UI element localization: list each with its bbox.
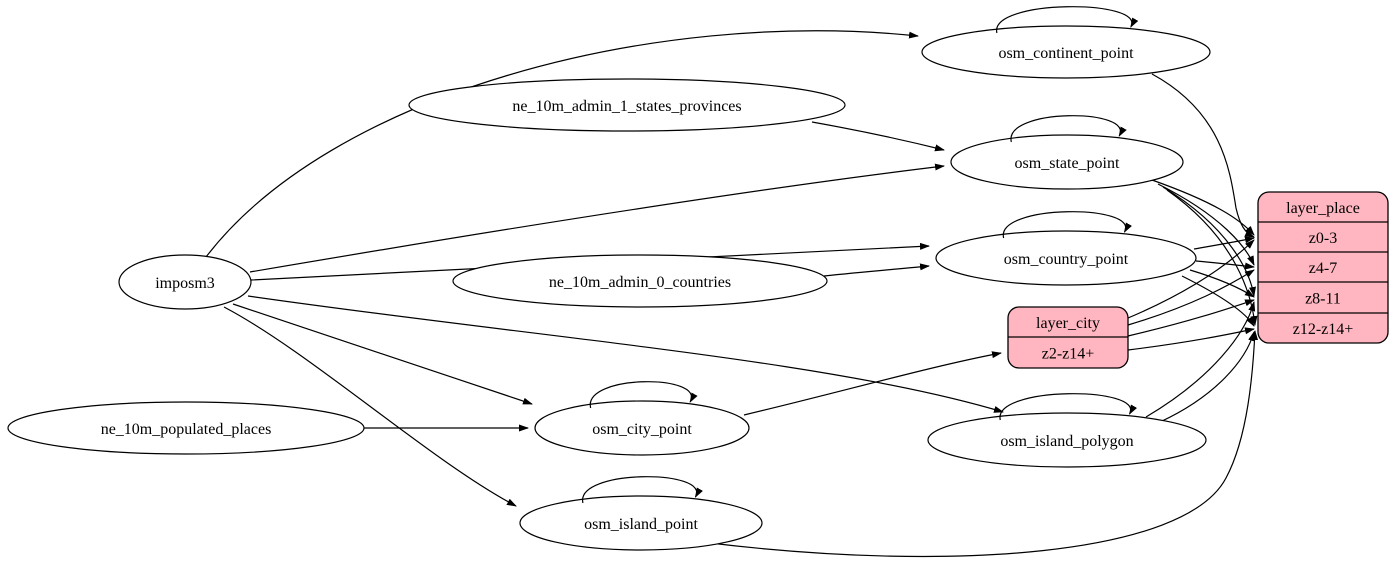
osm_city_point-self-loop	[590, 381, 698, 409]
layer_place-row-z12-z14+: z12-z14+	[1293, 321, 1354, 338]
layer_place-row-z0-3: z0-3	[1309, 230, 1337, 247]
edge-osm_state_point-to-layer_place-z0-3	[1151, 179, 1255, 236]
edge-imposm3-to-osm_continent_point	[205, 30, 919, 258]
osm_city_point-ellipse	[534, 400, 750, 456]
imposm3-ellipse	[118, 254, 252, 310]
osm_island_polygon-label: osm_island_polygon	[1000, 433, 1133, 450]
ne_10m_populated_places-label: ne_10m_populated_places	[101, 421, 272, 438]
edge-osm_state_point-to-layer_place-z4-7	[1157, 183, 1255, 266]
edge-imposm3-to-osm_island_point	[223, 306, 517, 507]
imposm3-label: imposm3	[155, 275, 215, 292]
node-layer_place: layer_place z0-3 z4-7 z8-11 z12-z14+	[1257, 191, 1389, 344]
ne_10m_admin_1_states_provinces-label: ne_10m_admin_1_states_provinces	[512, 98, 741, 115]
edge-layer_city-to-layer_place-z12-z14+	[1127, 327, 1255, 351]
osm_island_point-label: osm_island_point	[584, 516, 698, 533]
edge-osm_state_point-to-layer_place-z8-11	[1162, 186, 1256, 297]
edge-osm_country_point-to-layer_place-z0-3	[1193, 236, 1255, 250]
osm_continent_point-self-loop	[996, 6, 1139, 34]
osm_country_point-self-loop	[1002, 211, 1132, 239]
edge-osm_continent_point-to-layer_place-z0-3	[1151, 73, 1255, 238]
ne_10m_populated_places-ellipse	[7, 401, 365, 455]
node-ne_10m_admin_0_countries: ne_10m_admin_0_countries	[452, 254, 828, 308]
edge-ne_10m_admin_1_states_provinces-to-osm_state_point	[811, 121, 945, 152]
osm_island_point-self-loop	[582, 476, 703, 504]
node-ne_10m_populated_places: ne_10m_populated_places	[7, 401, 365, 455]
edge-osm_island_point-to-layer_place-z12-z14+	[709, 330, 1259, 558]
ne_10m_admin_0_countries-label: ne_10m_admin_0_countries	[549, 274, 731, 291]
node-imposm3: imposm3	[118, 254, 252, 310]
node-osm_city_point: osm_city_point	[534, 381, 750, 456]
layer_place-row-z4-7: z4-7	[1309, 260, 1337, 277]
nodes-layer: imposm3 ne_10m_admin_1_states_provincesne…	[7, 6, 1389, 551]
osm_island_polygon-self-loop	[999, 393, 1138, 421]
node-osm_island_polygon: osm_island_polygon	[927, 393, 1207, 468]
layer_city-title: layer_city	[1036, 315, 1100, 332]
osm_country_point-label: osm_country_point	[1004, 251, 1129, 268]
edge-imposm3-to-osm_state_point	[249, 163, 945, 273]
edge-layer_city-to-layer_place-z8-11	[1127, 299, 1255, 337]
edge-osm_island_polygon-to-layer_place-z12-z14+	[1159, 331, 1255, 423]
edges-layer	[205, 30, 1259, 558]
osm_continent_point-ellipse	[921, 25, 1211, 79]
layer_city-row-z2-z14+: z2-z14+	[1042, 346, 1095, 363]
osm_state_point-ellipse	[950, 134, 1184, 190]
layer_place-title: layer_place	[1286, 200, 1360, 217]
edge-osm_island_polygon-to-layer_place-z8-11	[1145, 301, 1256, 418]
ne_10m_admin_0_countries-ellipse	[452, 254, 828, 308]
edge-osm_country_point-to-layer_place-z4-7	[1195, 260, 1255, 270]
osm_city_point-label: osm_city_point	[592, 421, 692, 438]
edge-ne_10m_admin_0_countries-to-osm_country_point	[823, 263, 930, 277]
edge-osm_state_point-to-layer_place-z12-z14+	[1166, 189, 1258, 326]
edge-osm_city_point-to-layer_city-z2-z14+	[743, 351, 1002, 416]
edge-layer_city-to-layer_place-z0-3	[1127, 239, 1255, 319]
osm_continent_point-label: osm_continent_point	[998, 45, 1134, 62]
osm_country_point-ellipse	[935, 230, 1197, 286]
node-layer_city: layer_city z2-z14+	[1007, 306, 1129, 369]
osm_island_point-ellipse	[519, 495, 763, 551]
osm_state_point-label: osm_state_point	[1015, 155, 1120, 172]
ne_10m_admin_1_states_provinces-ellipse	[408, 78, 846, 132]
layer_place-row-z8-11: z8-11	[1305, 291, 1341, 308]
node-osm_island_point: osm_island_point	[519, 476, 763, 551]
edge-layer_city-to-layer_place-z4-7	[1127, 269, 1255, 326]
osm_island_polygon-ellipse	[927, 412, 1207, 468]
node-osm_state_point: osm_state_point	[950, 115, 1184, 190]
edge-imposm3-to-osm_city_point	[232, 303, 533, 405]
osm_state_point-self-loop	[1010, 115, 1127, 143]
node-osm_country_point: osm_country_point	[935, 211, 1197, 286]
node-osm_continent_point: osm_continent_point	[921, 6, 1211, 79]
layer_place-box	[1257, 191, 1389, 344]
node-ne_10m_admin_1_states_provinces: ne_10m_admin_1_states_provinces	[408, 78, 846, 132]
edge-imposm3-to-osm_island_polygon	[247, 295, 1004, 413]
